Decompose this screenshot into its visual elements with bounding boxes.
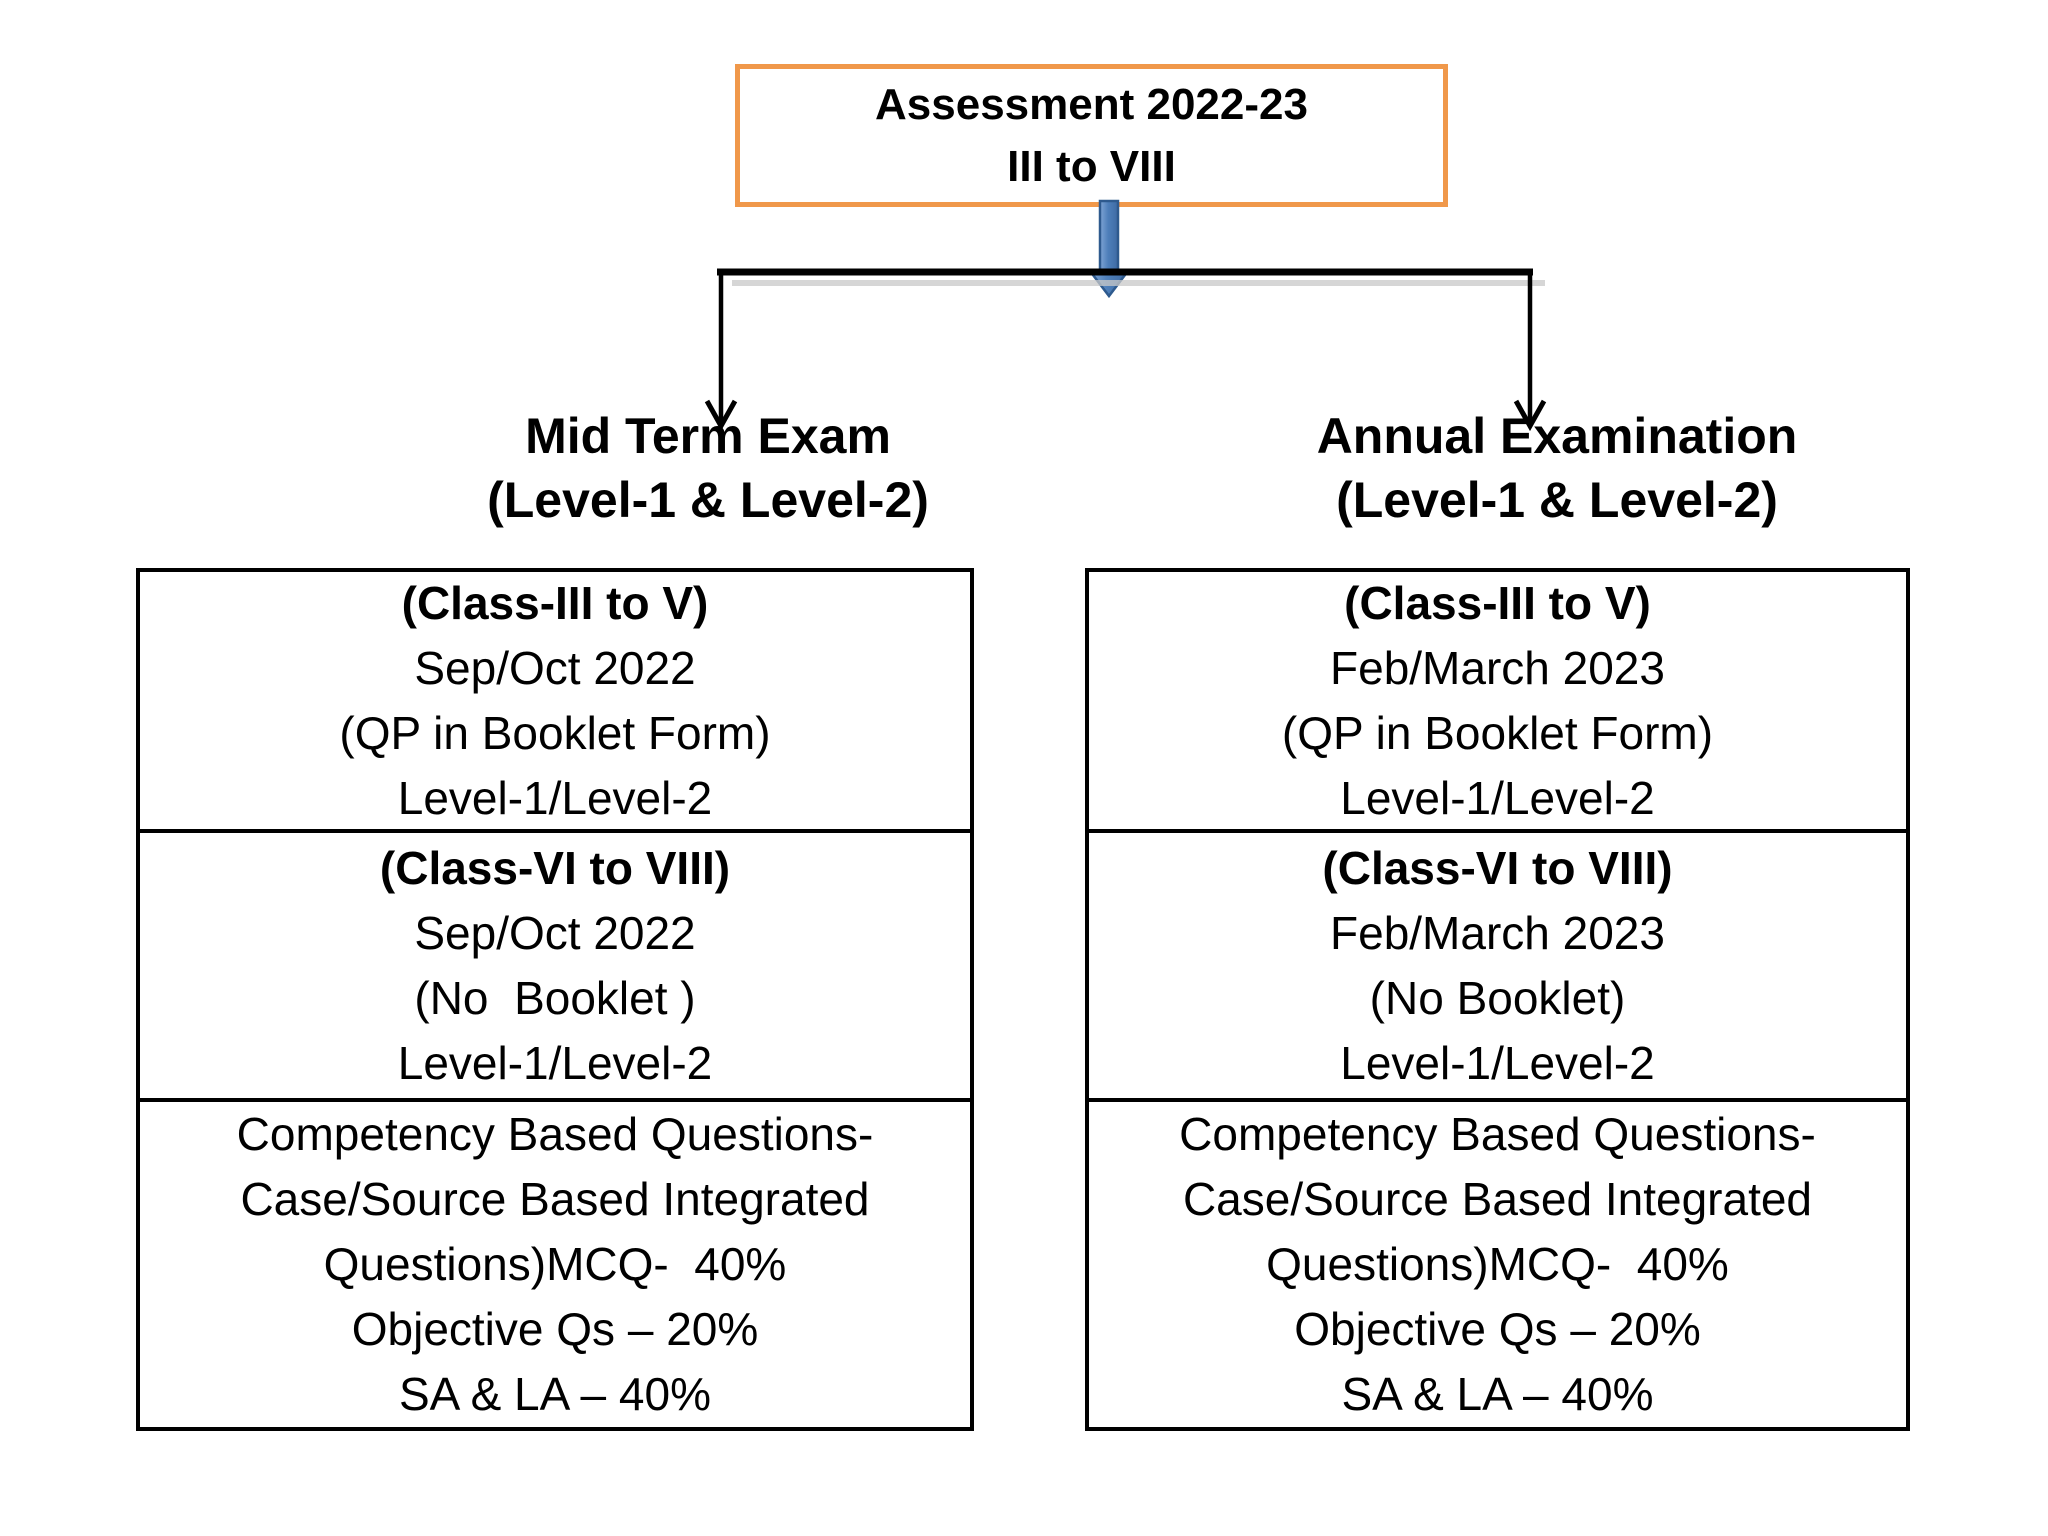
table-row-weightage: Competency Based Questions- Case/Source …	[1089, 1098, 1906, 1427]
branch-heading-line2: (Level-1 & Level-2)	[487, 472, 929, 528]
table-row-class-3-5: (Class-III to V) Sep/Oct 2022 (QP in Boo…	[140, 572, 970, 829]
table-line: Case/Source Based Integrated	[1182, 1173, 1813, 1225]
table-line: (QP in Booklet Form)	[1281, 706, 1714, 759]
table-line: Case/Source Based Integrated	[240, 1173, 870, 1225]
table-row-class-6-8: (Class-VI to VIII) Feb/March 2023 (No Bo…	[1089, 829, 1906, 1098]
table-line: SA & LA – 40%	[1341, 1368, 1654, 1420]
table-line: Competency Based Questions-	[1179, 1108, 1816, 1160]
table-line: (Class-VI to VIII)	[379, 841, 731, 894]
root-title-line1: Assessment 2022-23	[875, 79, 1308, 129]
table-line: (No Booklet )	[414, 971, 696, 1024]
table-line: Level-1/Level-2	[1340, 1036, 1655, 1089]
branch-heading-line2: (Level-1 & Level-2)	[1336, 472, 1778, 528]
table-line: Objective Qs – 20%	[1294, 1303, 1701, 1355]
branch-heading-line1: Annual Examination	[1316, 408, 1798, 464]
table-line: Level-1/Level-2	[397, 1036, 713, 1089]
table-row-weightage: Competency Based Questions- Case/Source …	[140, 1098, 970, 1427]
table-row-class-3-5: (Class-III to V) Feb/March 2023 (QP in B…	[1089, 572, 1906, 829]
down-arrow-icon	[1087, 199, 1131, 299]
root-title-line2: III to VIII	[1007, 141, 1176, 191]
table-line: Feb/March 2023	[1330, 641, 1665, 694]
table-line: Level-1/Level-2	[1340, 771, 1655, 824]
table-line: Questions)MCQ- 40%	[1266, 1238, 1729, 1290]
root-node-assessment: Assessment 2022-23 III to VIII	[735, 64, 1448, 207]
table-line: Sep/Oct 2022	[414, 906, 696, 959]
table-line: Sep/Oct 2022	[414, 641, 696, 694]
branch-heading-annual: Annual Examination (Level-1 & Level-2)	[1157, 404, 1957, 532]
table-line: (Class-III to V)	[1344, 576, 1651, 629]
branch-heading-line1: Mid Term Exam	[525, 408, 891, 464]
mid-term-table: (Class-III to V) Sep/Oct 2022 (QP in Boo…	[136, 568, 974, 1431]
table-line: Feb/March 2023	[1330, 906, 1665, 959]
table-row-class-6-8: (Class-VI to VIII) Sep/Oct 2022 (No Book…	[140, 829, 970, 1098]
table-line: Competency Based Questions-	[236, 1108, 874, 1160]
table-line: Level-1/Level-2	[397, 771, 713, 824]
branch-bracket	[704, 268, 1547, 432]
table-line: Questions)MCQ- 40%	[323, 1238, 787, 1290]
table-line: (Class-VI to VIII)	[1322, 841, 1673, 894]
branch-heading-mid-term: Mid Term Exam (Level-1 & Level-2)	[308, 404, 1108, 532]
table-line: (No Booklet)	[1369, 971, 1626, 1024]
table-line: SA & LA – 40%	[398, 1368, 711, 1420]
table-line: (QP in Booklet Form)	[339, 706, 771, 759]
table-line: Objective Qs – 20%	[351, 1303, 759, 1355]
annual-table: (Class-III to V) Feb/March 2023 (QP in B…	[1085, 568, 1910, 1431]
table-line: (Class-III to V)	[401, 576, 709, 629]
